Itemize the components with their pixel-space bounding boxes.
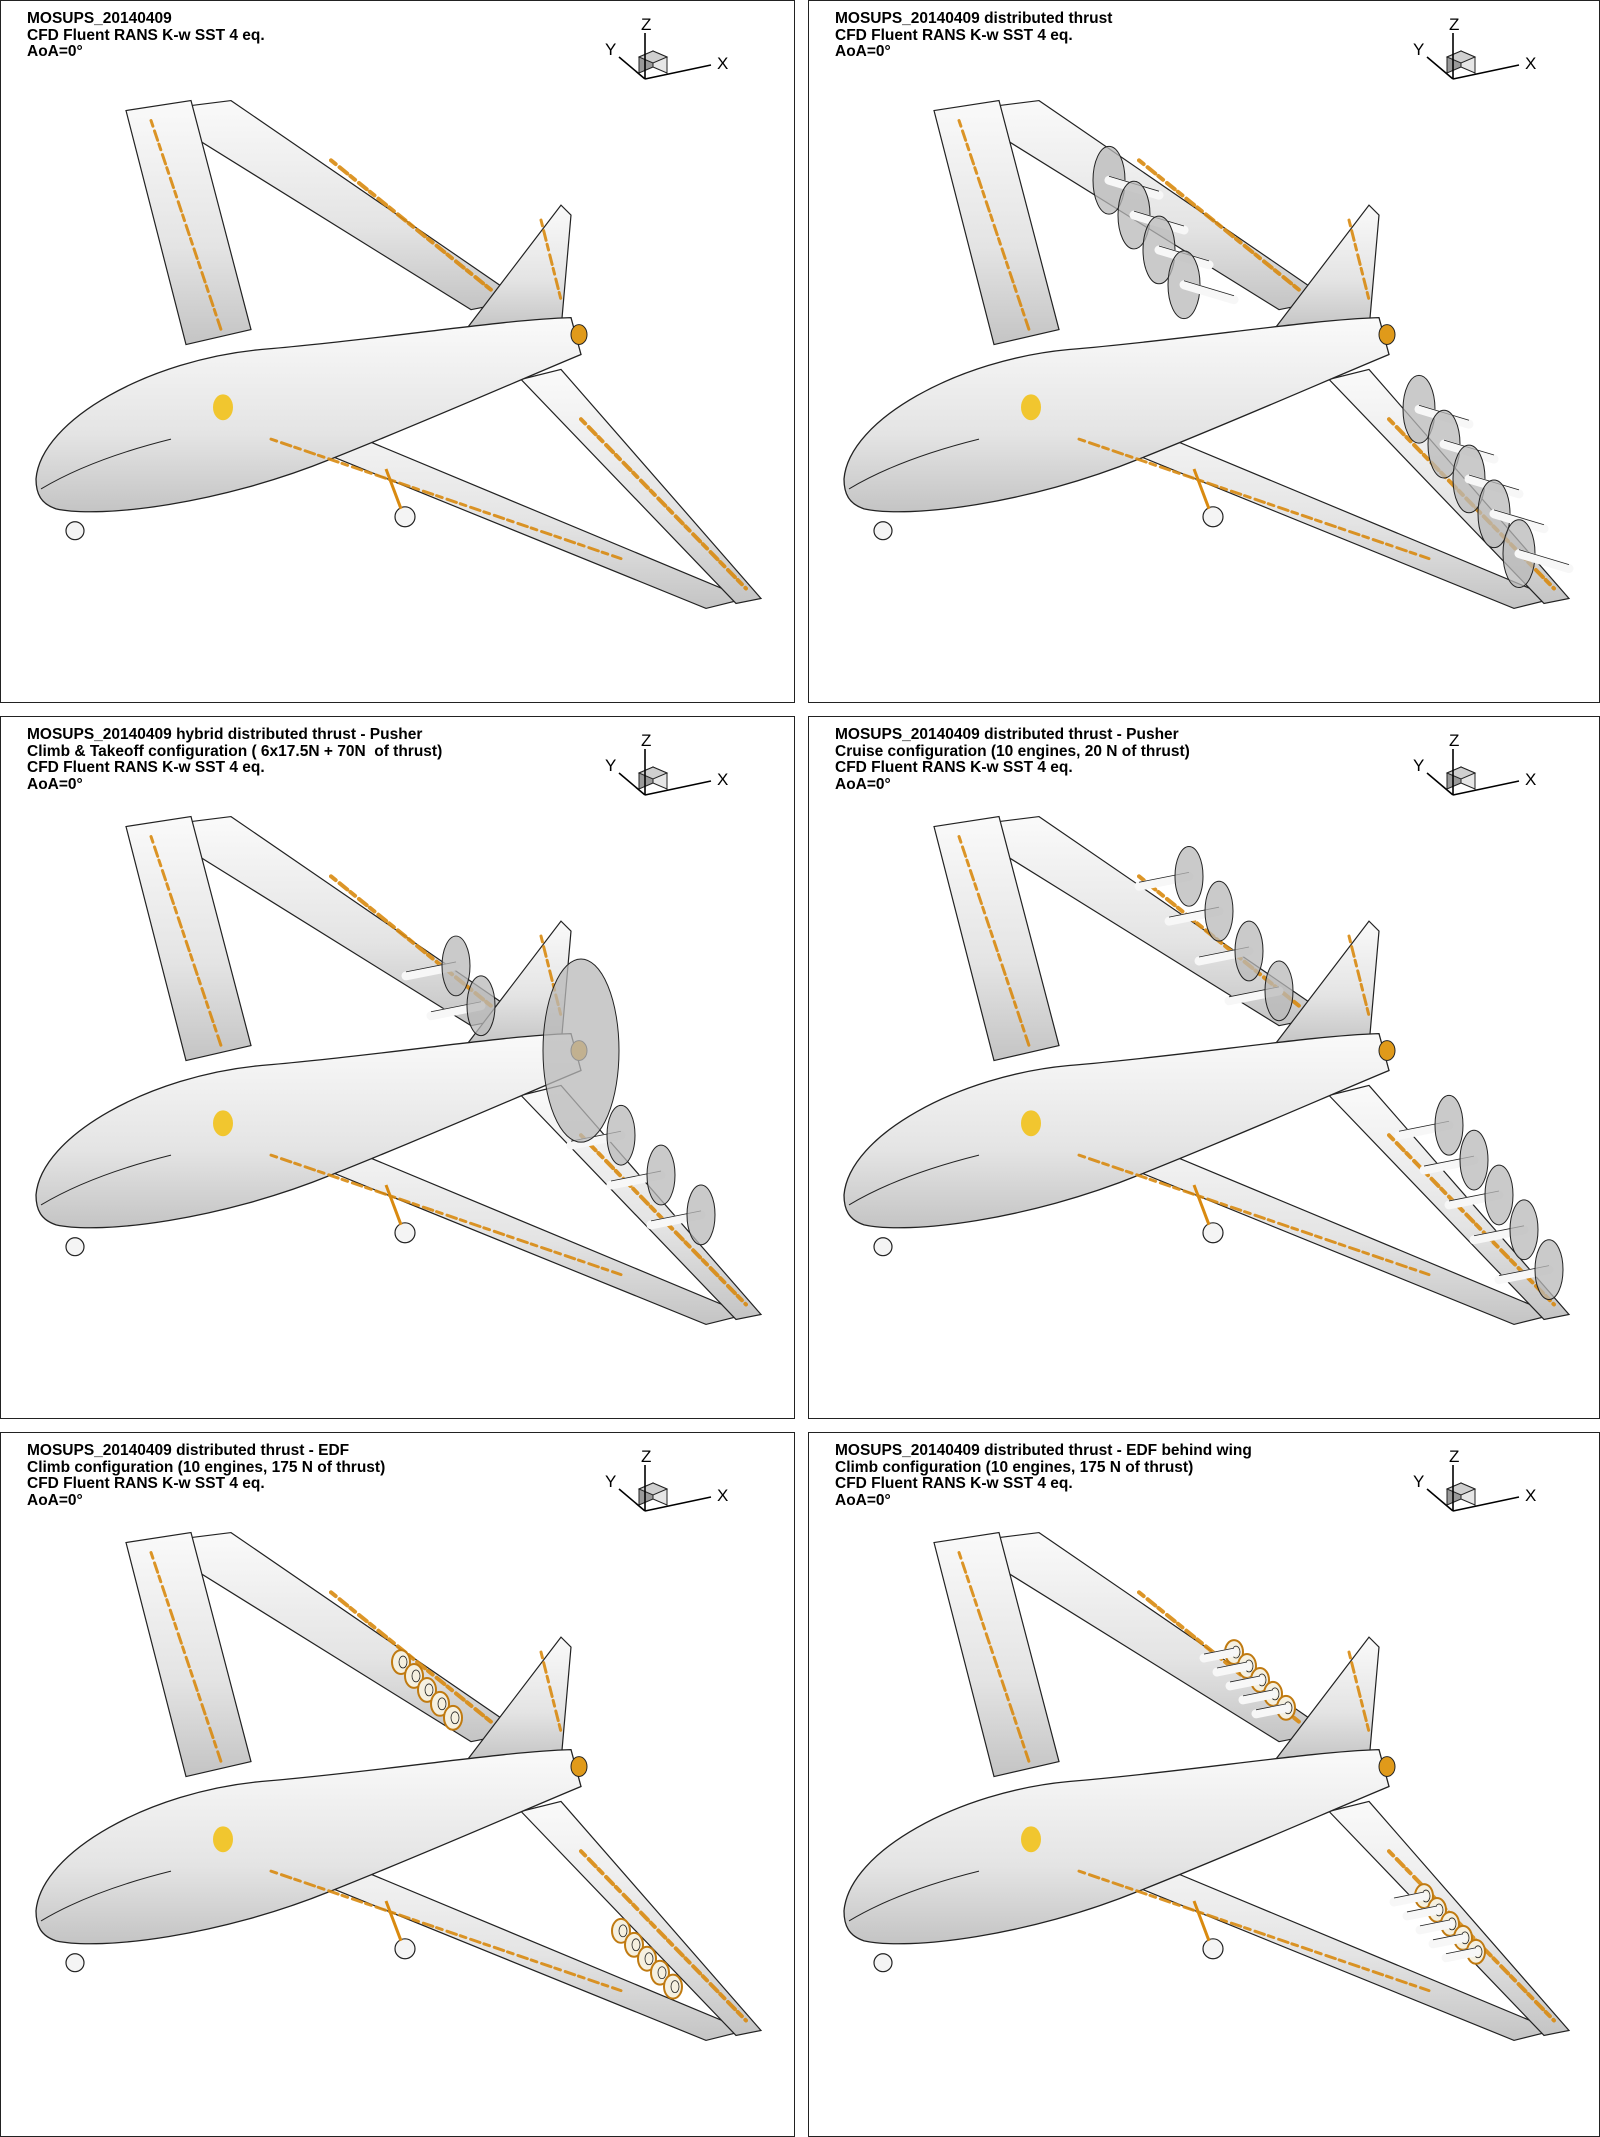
axis-z-label: Z [641,733,651,750]
axis-z-label: Z [1449,1449,1459,1466]
axis-x-label: X [717,770,728,789]
aircraft-render [35,99,763,610]
axis-triad: Z X Y [605,17,728,80]
caption-line: MOSUPS_20140409 distributed thrust [835,10,1113,27]
axis-x-label: X [1525,1486,1536,1505]
axis-triad-icon: Z X Y [1413,733,1536,796]
caption-line: CFD Fluent RANS K-w SST 4 eq. [835,759,1073,776]
axis-triad-icon: Z X Y [605,733,728,796]
caption-line: AoA=0° [835,1491,891,1509]
axis-y-label: Y [1413,1472,1424,1491]
caption-line: AoA=0° [27,43,83,60]
caption-line: AoA=0° [835,775,891,793]
panel-caption: MOSUPS_20140409 hybrid distributed thrus… [27,726,443,793]
axis-y-label: Y [1413,756,1424,775]
axis-triad: Z X Y [605,1449,728,1512]
caption-line: MOSUPS_20140409 distributed thrust - EDF… [835,1442,1252,1459]
axis-x-label: X [1525,54,1536,73]
axis-z-label: Z [1449,733,1459,750]
aircraft-render [35,1531,763,2042]
aircraft-render [843,815,1571,1326]
caption-line: CFD Fluent RANS K-w SST 4 eq. [27,759,265,776]
propulsion-units [1092,145,1574,588]
propulsion-units [1134,845,1564,1301]
aircraft-model [843,815,1571,1326]
caption-line: MOSUPS_20140409 [27,10,172,27]
axis-y-label: Y [605,756,616,775]
panel-caption: MOSUPS_20140409 distributed thrust - EDF… [27,1442,386,1509]
caption-line: CFD Fluent RANS K-w SST 4 eq. [835,26,1073,44]
caption-line: AoA=0° [835,43,891,60]
axis-x-label: X [1525,770,1536,789]
axis-y-label: Y [605,1472,616,1491]
caption-line: MOSUPS_20140409 distributed thrust - EDF [27,1442,350,1459]
axis-triad-icon: Z X Y [1413,1449,1536,1512]
caption-line: Climb configuration (10 engines, 175 N o… [27,1458,386,1476]
caption-line: CFD Fluent RANS K-w SST 4 eq. [835,1475,1073,1492]
propulsion-units [401,935,716,1246]
caption-line: CFD Fluent RANS K-w SST 4 eq. [27,1475,265,1492]
figure-panel-6: MOSUPS_20140409 distributed thrust - EDF… [808,1432,1600,2137]
figure-panel-5: MOSUPS_20140409 distributed thrust - EDF… [0,1432,795,2137]
axis-triad: Z X Y [1413,733,1536,796]
panel-caption: MOSUPS_20140409 distributed thrust - EDF… [835,1442,1252,1509]
aircraft-model [35,99,763,610]
caption-line: Climb & Takeoff configuration ( 6x17.5N … [27,742,443,760]
caption-line: AoA=0° [27,1491,83,1509]
caption-line: Cruise configuration (10 engines, 20 N o… [835,742,1190,760]
axis-z-label: Z [641,17,651,34]
axis-triad-icon: Z X Y [605,17,728,80]
propulsion-units [391,1649,683,2000]
aircraft-render [843,99,1574,610]
axis-z-label: Z [1449,17,1459,34]
aircraft-model [35,1531,763,2042]
axis-x-label: X [717,54,728,73]
aircraft-render [843,1531,1571,2042]
figure-panel-3: MOSUPS_20140409 hybrid distributed thrus… [0,716,795,1419]
axis-y-label: Y [1413,40,1424,59]
aircraft-model [843,99,1574,610]
caption-line: Climb configuration (10 engines, 175 N o… [835,1458,1194,1476]
caption-line: CFD Fluent RANS K-w SST 4 eq. [27,26,265,44]
propulsion-units [1199,1639,1486,1965]
axis-x-label: X [717,1486,728,1505]
aircraft-render [35,815,763,1326]
axis-triad: Z X Y [1413,17,1536,80]
axis-y-label: Y [605,40,616,59]
caption-line: MOSUPS_20140409 hybrid distributed thrus… [27,726,423,743]
caption-line: MOSUPS_20140409 distributed thrust - Pus… [835,726,1179,743]
panel-caption: MOSUPS_20140409 distributed thrust - Pus… [835,726,1190,793]
axis-triad-icon: Z X Y [605,1449,728,1512]
caption-line: AoA=0° [27,775,83,793]
axis-z-label: Z [641,1449,651,1466]
axis-triad: Z X Y [605,733,728,796]
axis-triad: Z X Y [1413,1449,1536,1512]
axis-triad-icon: Z X Y [1413,17,1536,80]
aircraft-model [843,1531,1571,2042]
figure-panel-4: MOSUPS_20140409 distributed thrust - Pus… [808,716,1600,1419]
aircraft-model [35,815,763,1326]
